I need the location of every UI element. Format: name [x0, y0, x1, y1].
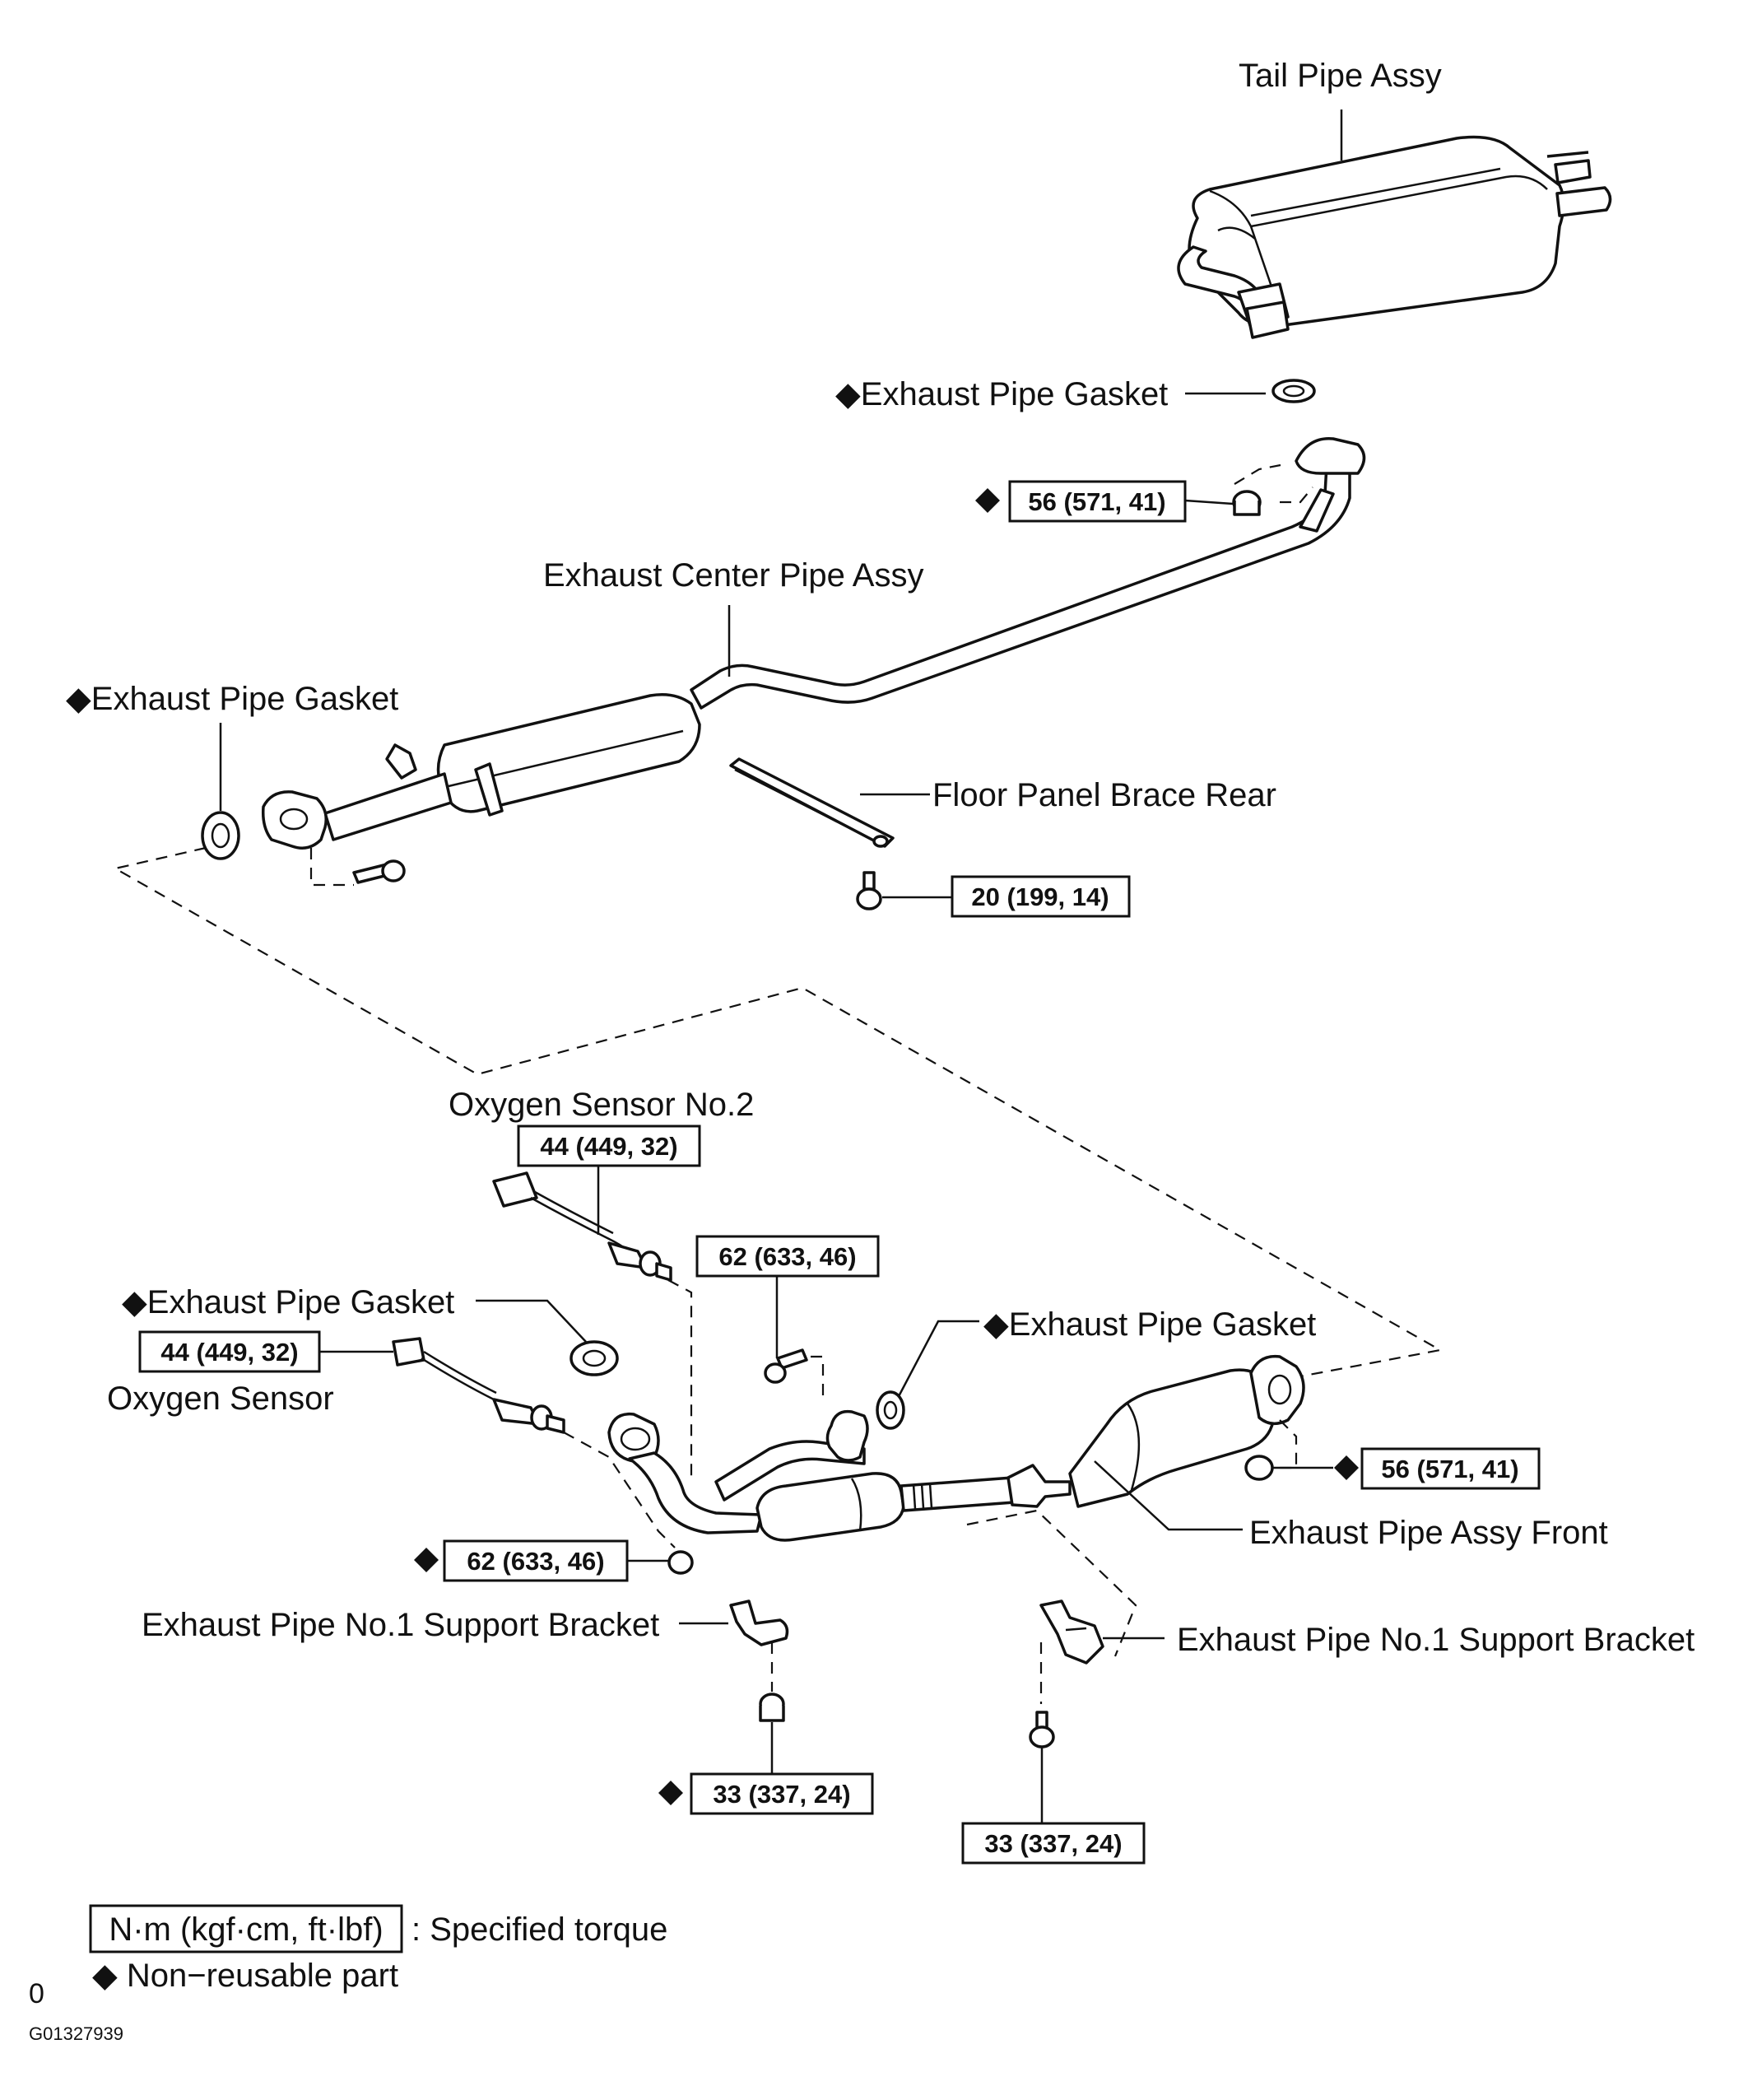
torque-56-lower: 56 (571, 41): [1381, 1455, 1518, 1483]
oxygen-sensor-no2: [492, 1171, 672, 1282]
torque-33-right: 33 (337, 24): [984, 1829, 1122, 1858]
torque-20: 20 (199, 14): [971, 882, 1109, 911]
exhaust-pipe-gasket-lower-right-label: ◆Exhaust Pipe Gasket: [983, 1306, 1316, 1343]
oxygen-sensor-label: Oxygen Sensor: [107, 1381, 334, 1417]
legend-unit: N·m (kgf·cm, ft·lbf): [109, 1911, 383, 1948]
exhaust-pipe-gasket-lower-left-label: ◆Exhaust Pipe Gasket: [122, 1284, 454, 1320]
torque-box-56-top: [1008, 480, 1187, 523]
exhaust-pipe-gasket-upper-label: ◆Exhaust Pipe Gasket: [835, 376, 1168, 412]
torque-box-33-left: [690, 1772, 874, 1815]
legend-specified-torque: : Specified torque: [411, 1911, 667, 1948]
exhaust-pipe-gasket-lower-left: [569, 1340, 619, 1376]
support-bracket-left: [729, 1599, 789, 1646]
non-reusable-diamond: [414, 1548, 439, 1572]
exhaust-center-pipe-assy: [261, 437, 1366, 884]
exhaust-pipe-assy-front: [607, 1354, 1305, 1575]
tail-pipe-assy: [1177, 135, 1612, 339]
torque-62-lower: 62 (633, 46): [467, 1547, 604, 1576]
legend-non-reusable: ◆ Non−reusable part: [92, 1958, 398, 1994]
torque-box-33-right: [961, 1822, 1146, 1865]
torque-62-upper: 62 (633, 46): [718, 1242, 856, 1271]
floor-panel-brace-rear-label: Floor Panel Brace Rear: [932, 777, 1276, 813]
support-bracket-left-label: Exhaust Pipe No.1 Support Bracket: [142, 1607, 659, 1643]
torque-box-62-lower: [443, 1539, 629, 1582]
oxygen-sensor-no2-label: Oxygen Sensor No.2: [449, 1087, 754, 1123]
torque-56-top: 56 (571, 41): [1028, 487, 1165, 516]
exhaust-pipe-gasket-left: [201, 811, 240, 860]
non-reusable-diamond: [658, 1781, 683, 1805]
torque-44-lower: 44 (449, 32): [160, 1338, 298, 1367]
support-bracket-right: [1039, 1599, 1104, 1665]
torque-box-20: [951, 875, 1131, 918]
torque-box-44-upper: [517, 1125, 701, 1167]
exhaust-center-pipe-assy-label: Exhaust Center Pipe Assy: [543, 557, 923, 594]
bracket-bolt-right: [1029, 1711, 1055, 1748]
flange-bolt-upper: [764, 1348, 808, 1384]
non-reusable-diamond: [975, 488, 1000, 513]
torque-box-56-lower: [1360, 1447, 1541, 1490]
tail-pipe-assy-label: Tail Pipe Assy: [1239, 58, 1442, 94]
figure-id: G01327939: [29, 2023, 123, 2044]
torque-box-62-upper: [695, 1235, 880, 1278]
exhaust-pipe-gasket-upper: [1271, 379, 1316, 403]
legend-unit-box: [89, 1904, 403, 1953]
footer-zero: 0: [29, 1978, 44, 2009]
floor-panel-brace-rear: [729, 757, 895, 848]
exhaust-pipe-gasket-left-label: ◆Exhaust Pipe Gasket: [66, 681, 398, 717]
torque-33-left: 33 (337, 24): [713, 1780, 850, 1809]
exhaust-pipe-assy-front-label: Exhaust Pipe Assy Front: [1249, 1515, 1608, 1551]
torque-box-44-lower: [138, 1330, 321, 1373]
support-bracket-right-label: Exhaust Pipe No.1 Support Bracket: [1177, 1622, 1695, 1658]
bracket-nut-left: [759, 1693, 785, 1722]
exhaust-pipe-gasket-lower-right: [876, 1390, 905, 1430]
legend: N·m (kgf·cm, ft·lbf) : Specified torque …: [29, 1904, 667, 2044]
oxygen-sensor: [392, 1337, 565, 1434]
torque-44-upper: 44 (449, 32): [540, 1132, 677, 1161]
floor-brace-bolt: [856, 871, 882, 910]
non-reusable-diamond: [1334, 1455, 1359, 1480]
